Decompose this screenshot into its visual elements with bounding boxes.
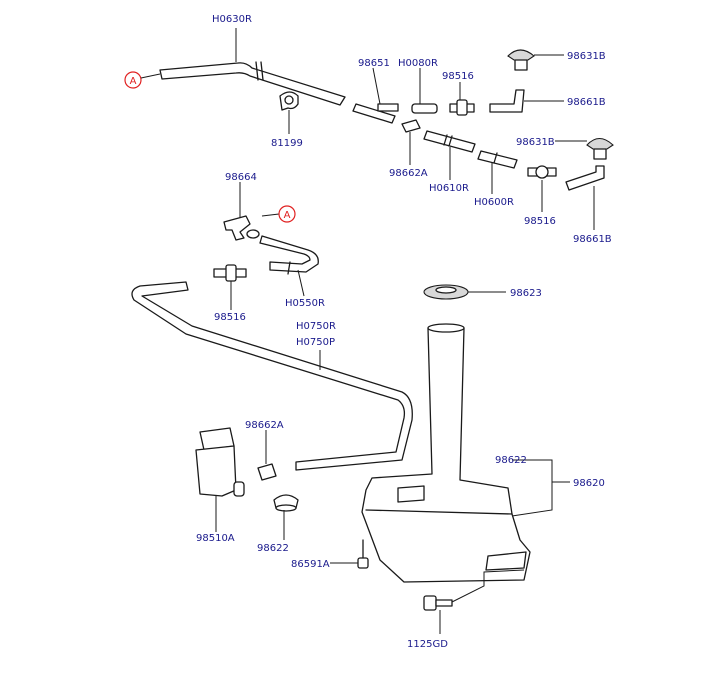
- label-98622-right: 98622: [495, 455, 527, 466]
- label-98622-bottom: 98622: [257, 543, 289, 554]
- hose-98661b-top[interactable]: [489, 89, 525, 113]
- cap-98623[interactable]: [423, 284, 469, 300]
- bolt-1125gd[interactable]: [423, 595, 453, 611]
- label-h0630r: H0630R: [212, 14, 252, 25]
- clip-81199[interactable]: [279, 91, 299, 111]
- ref-a-label-1: A: [130, 76, 137, 87]
- label-98631b-top: 98631B: [567, 51, 606, 62]
- screw-86591a[interactable]: [357, 539, 369, 569]
- label-98664: 98664: [225, 172, 257, 183]
- label-98662a-top: 98662A: [389, 168, 428, 179]
- label-98516-left: 98516: [214, 312, 246, 323]
- grommet-98622[interactable]: [273, 494, 299, 512]
- label-h0600r: H0600R: [474, 197, 514, 208]
- ref-a-marker-2: [261, 205, 296, 223]
- joint-98516-mid[interactable]: [527, 165, 557, 179]
- label-h0750p: H0750P: [296, 337, 335, 348]
- label-98510a: 98510A: [196, 533, 235, 544]
- label-98516-mid: 98516: [524, 216, 556, 227]
- label-98620: 98620: [573, 478, 605, 489]
- label-81199: 81199: [271, 138, 303, 149]
- label-h0750r: H0750R: [296, 321, 336, 332]
- label-86591a: 86591A: [291, 559, 330, 570]
- hose-h0080r[interactable]: [411, 103, 438, 114]
- label-98623: 98623: [510, 288, 542, 299]
- label-h0550r: H0550R: [285, 298, 325, 309]
- hose-h0750r[interactable]: [131, 281, 413, 471]
- hose-98661b-mid[interactable]: [565, 165, 605, 191]
- nozzle-98631b-mid[interactable]: [586, 137, 614, 160]
- pump-98510a[interactable]: [195, 427, 245, 497]
- joint-98516-top[interactable]: [449, 99, 475, 116]
- ref-a-marker-1: [124, 71, 161, 89]
- hose-98651[interactable]: [352, 103, 399, 124]
- label-98631b-mid: 98631B: [516, 137, 555, 148]
- nozzle-98631b-top[interactable]: [507, 49, 535, 71]
- label-1125gd: 1125GD: [407, 639, 448, 650]
- label-98651: 98651: [358, 58, 390, 69]
- hose-h0600r[interactable]: [477, 150, 518, 169]
- hose-h0630r[interactable]: [159, 61, 346, 106]
- label-h0080r: H0080R: [398, 58, 438, 69]
- valve-98664[interactable]: [223, 215, 260, 241]
- reservoir-98620[interactable]: [361, 323, 531, 583]
- label-98661b-mid: 98661B: [573, 234, 612, 245]
- connector-98662a-top[interactable]: [401, 119, 421, 133]
- label-98516-top: 98516: [442, 71, 474, 82]
- ref-a-label-2: A: [284, 210, 291, 221]
- joint-98516-left[interactable]: [213, 264, 247, 282]
- hose-h0610r[interactable]: [423, 130, 476, 153]
- connector-98662a-bottom[interactable]: [257, 463, 277, 481]
- hose-h0550r[interactable]: [259, 235, 319, 275]
- label-h0610r: H0610R: [429, 183, 469, 194]
- label-98662a-bottom: 98662A: [245, 420, 284, 431]
- label-98661b-top: 98661B: [567, 97, 606, 108]
